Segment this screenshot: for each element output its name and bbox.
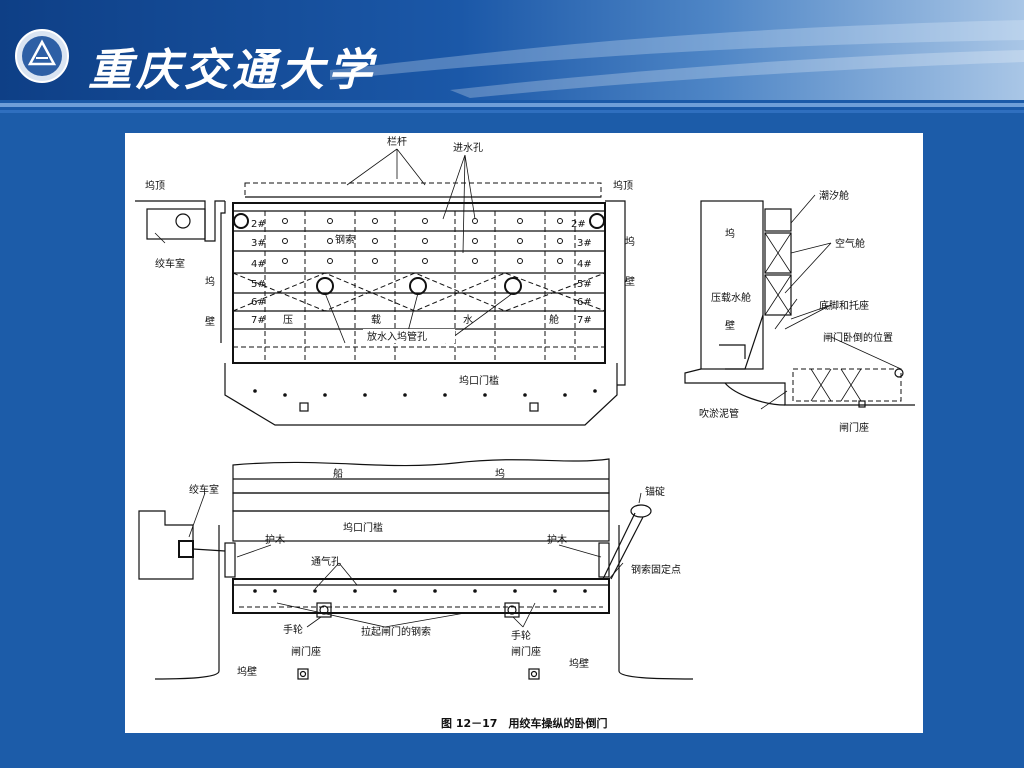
header-banner: 重庆交通大学 <box>0 0 1024 100</box>
cable-fixing-point-label: 钢索固定点 <box>631 563 681 576</box>
dock-wall-right-label: 坞壁 <box>569 657 589 670</box>
ballast-label-3: 水 <box>463 314 473 326</box>
side-dock-label-1: 坞 <box>725 227 735 240</box>
dock-top-right-label: 坞顶 <box>613 179 633 192</box>
tidal-tank-label: 潮汐舱 <box>819 189 849 202</box>
ballast-label-2: 载 <box>371 314 381 326</box>
ballast-tank-label: 压载水舱 <box>711 291 751 304</box>
row-label-4-right: 4# <box>577 259 592 270</box>
gate-seat-left-label: 闸门座 <box>291 645 321 658</box>
row-label-6-left: 6# <box>251 297 266 308</box>
drain-pipe-hole-label: 放水入坞管孔 <box>367 330 427 343</box>
plan-dock-label: 坞 <box>495 467 505 480</box>
gate-seat-right-label: 闸门座 <box>511 645 541 658</box>
row-label-6-right: 6# <box>577 297 592 308</box>
ballast-label-4: 舱 <box>549 313 559 326</box>
dock-top-left-label: 坞顶 <box>145 179 165 192</box>
gate-diagram: 栏杆 进水孔 坞顶 坞顶 绞车室 坞 壁 坞 壁 钢索 2# 3# 4# 5# … <box>135 135 915 730</box>
hand-wheel-right-label: 手轮 <box>511 629 531 642</box>
row-label-3-right: 3# <box>577 238 592 249</box>
vent-hole-label: 通气孔 <box>311 555 341 568</box>
plan-winch-room-label: 绞车室 <box>189 483 219 496</box>
row-label-3-left: 3# <box>251 238 266 249</box>
university-name: 重庆交通大学 <box>88 45 376 96</box>
side-dock-label-2: 壁 <box>725 319 735 332</box>
air-tank-label: 空气舱 <box>835 237 865 250</box>
row-label-5-right: 5# <box>577 279 592 290</box>
fender-right-label: 护木 <box>547 533 567 546</box>
hand-wheel-left-label: 手轮 <box>283 623 303 636</box>
banner-decoration <box>330 20 1024 98</box>
dock-wall-right-label-2: 壁 <box>625 275 635 288</box>
base-and-support-label: 底脚和托座 <box>819 299 869 312</box>
header-divider <box>0 103 1024 107</box>
winch-room-label: 绞车室 <box>155 257 185 270</box>
ship-label: 船 <box>333 467 343 480</box>
diagram-figure: 栏杆 进水孔 坞顶 坞顶 绞车室 坞 壁 坞 壁 钢索 2# 3# 4# 5# … <box>125 133 923 733</box>
dock-wall-label-1: 坞 <box>205 275 215 288</box>
ballast-label-1: 压 <box>283 314 293 326</box>
plan-dock-gate-sill-label: 坞口门槛 <box>343 521 383 534</box>
row-label-7-left: 7# <box>251 315 266 326</box>
steel-cable-label: 钢索 <box>335 233 355 246</box>
header-divider-secondary <box>0 110 1024 113</box>
dock-wall-right-label-1: 坞 <box>625 235 635 248</box>
dredging-pipe-label: 吹淤泥管 <box>699 407 739 420</box>
row-label-7-right: 7# <box>577 315 592 326</box>
anchor-bollard-label: 锚碇 <box>645 485 665 498</box>
row-label-4-left: 4# <box>251 259 266 270</box>
dock-wall-left-label: 坞壁 <box>237 665 257 678</box>
gate-lying-position-label: 闸门卧倒的位置 <box>823 331 893 344</box>
row-label-5-left: 5# <box>251 279 266 290</box>
side-gate-seat-label: 闸门座 <box>839 421 869 434</box>
railing-label: 栏杆 <box>387 135 407 148</box>
lifting-cable-label: 拉起闸门的钢索 <box>361 625 431 638</box>
dock-wall-label-2: 壁 <box>205 315 215 328</box>
inlet-holes-label: 进水孔 <box>453 142 483 154</box>
row-label-2-left: 2# <box>251 219 266 230</box>
fender-left-label: 护木 <box>265 533 285 546</box>
university-seal-icon <box>15 29 69 83</box>
row-label-2-right: 2# <box>571 219 586 230</box>
figure-caption: 图 12－17 用绞车操纵的卧倒门 <box>441 716 607 730</box>
dock-gate-sill-label-top: 坞口门槛 <box>459 374 499 387</box>
